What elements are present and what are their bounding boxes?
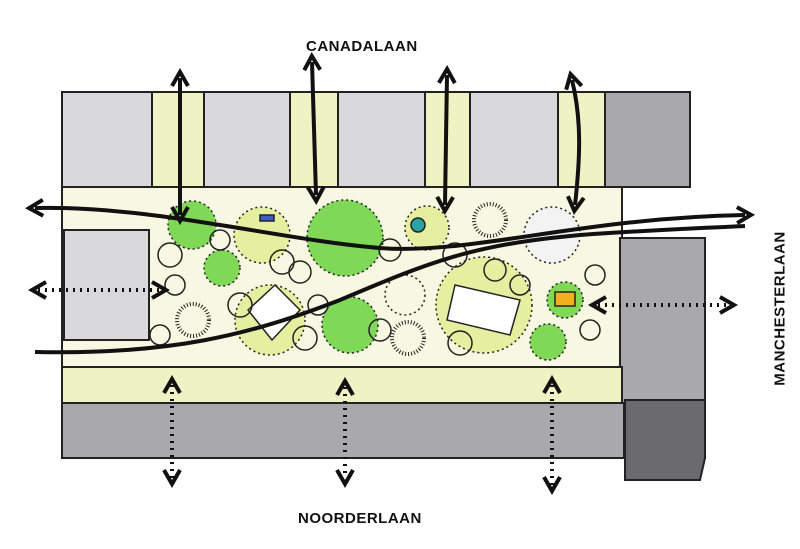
pedestrian-arrows bbox=[27, 280, 739, 496]
corner-building bbox=[624, 399, 706, 481]
street-label-noorderlaan: NOORDERLAAN bbox=[298, 510, 422, 527]
street-label-canadalaan: CANADALAAN bbox=[306, 38, 418, 55]
north-buildings bbox=[61, 91, 691, 188]
main-paths bbox=[24, 198, 756, 355]
street-label-manchesterlaan: MANCHESTERLAAN bbox=[771, 231, 789, 386]
south-strip bbox=[61, 366, 623, 404]
north-access-arrows bbox=[170, 51, 586, 226]
west-building bbox=[63, 229, 150, 341]
